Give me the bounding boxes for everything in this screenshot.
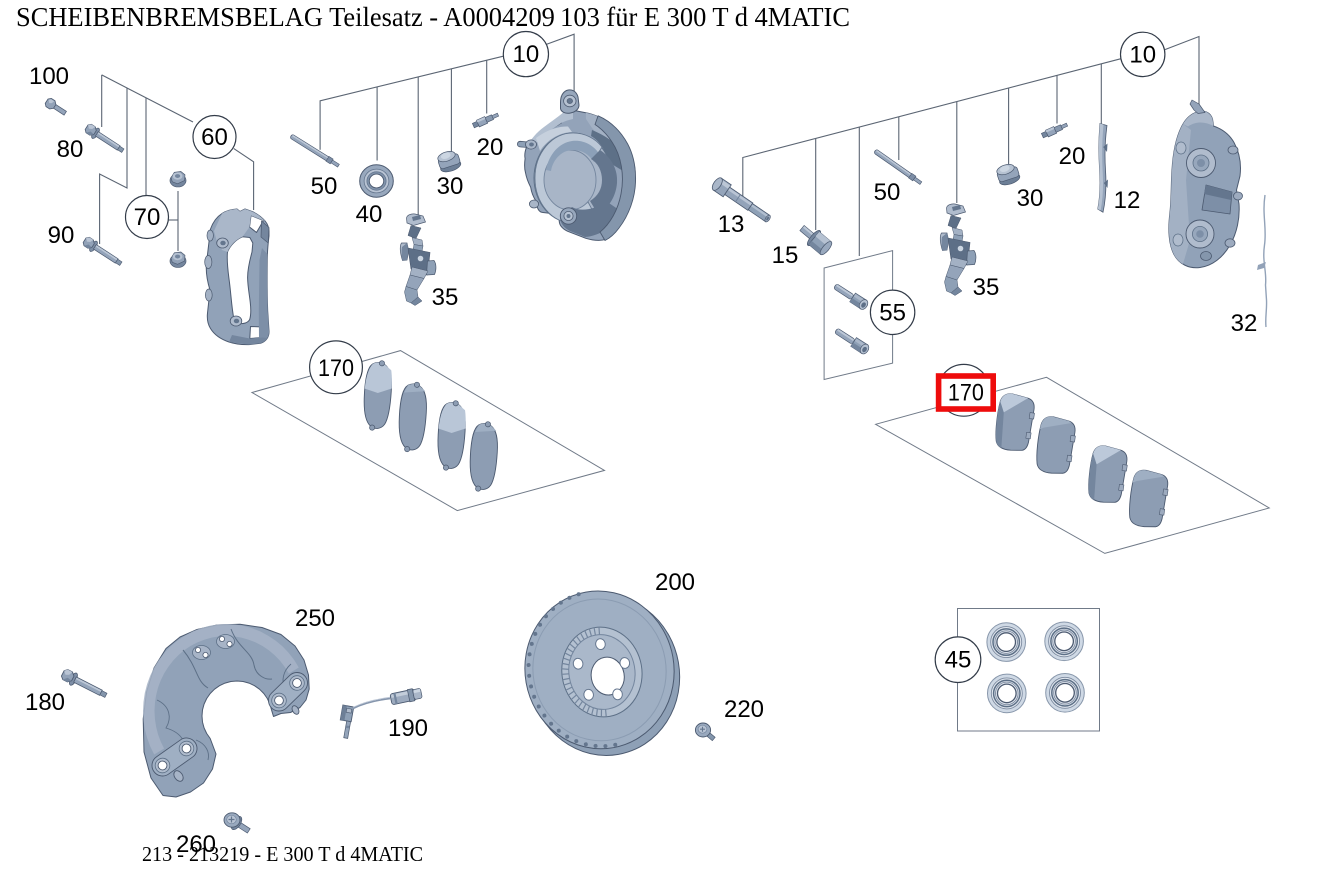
svg-text:213 - 213219 - E 300 T d 4MATI: 213 - 213219 - E 300 T d 4MATIC: [142, 842, 423, 866]
svg-text:170: 170: [318, 355, 354, 382]
svg-text:20: 20: [477, 134, 504, 161]
svg-text:30: 30: [437, 173, 464, 200]
svg-text:90: 90: [48, 222, 75, 249]
svg-text:45: 45: [945, 647, 972, 674]
svg-text:35: 35: [432, 284, 459, 311]
svg-text:100: 100: [29, 63, 69, 90]
svg-text:10: 10: [1129, 41, 1156, 68]
svg-text:32: 32: [1231, 310, 1258, 337]
svg-text:60: 60: [201, 124, 228, 151]
svg-text:180: 180: [25, 689, 65, 716]
svg-text:20: 20: [1059, 143, 1086, 170]
svg-text:260: 260: [176, 831, 216, 858]
svg-text:70: 70: [134, 204, 161, 231]
svg-text:170: 170: [948, 380, 984, 407]
svg-text:SCHEIBENBREMSBELAG Teilesatz -: SCHEIBENBREMSBELAG Teilesatz - A0004209 …: [16, 1, 850, 32]
svg-text:80: 80: [57, 136, 84, 163]
svg-text:15: 15: [772, 242, 799, 269]
svg-text:40: 40: [356, 201, 383, 228]
svg-text:220: 220: [724, 696, 764, 723]
svg-text:10: 10: [513, 41, 540, 68]
svg-text:200: 200: [655, 569, 695, 596]
svg-text:30: 30: [1017, 185, 1044, 212]
svg-text:12: 12: [1114, 187, 1141, 214]
svg-text:35: 35: [973, 274, 1000, 301]
svg-text:13: 13: [718, 211, 745, 238]
svg-text:50: 50: [311, 173, 338, 200]
svg-text:50: 50: [874, 179, 901, 206]
svg-text:55: 55: [879, 299, 906, 326]
svg-text:190: 190: [388, 715, 428, 742]
svg-text:250: 250: [295, 605, 335, 632]
